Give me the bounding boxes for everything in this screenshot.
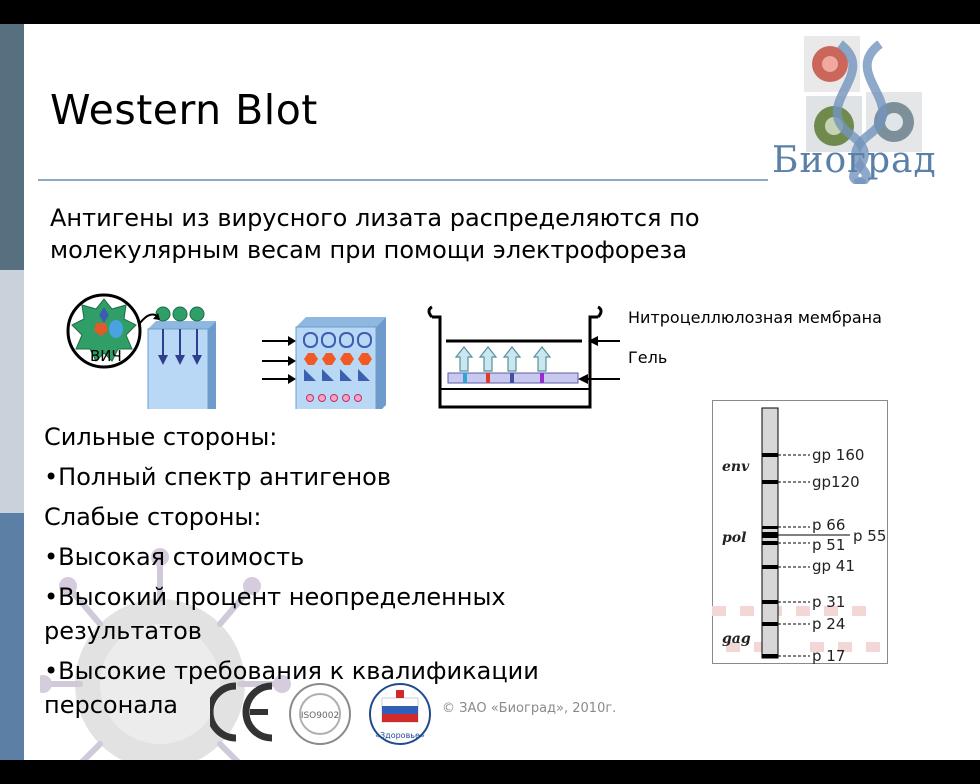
certification-marks: ISO9002 «Здоровье» bbox=[210, 682, 431, 745]
intro-text: Антигены из вирусного лизата распределяю… bbox=[50, 202, 810, 266]
strength-item: •Полный спектр антигенов bbox=[44, 463, 391, 491]
intro-line-2: молекулярным весам при помощи электрофор… bbox=[50, 236, 688, 264]
pros-cons-list: Сильные стороны: •Полный спектр антигено… bbox=[44, 420, 644, 722]
intro-line-1: Антигены из вирусного лизата распределяю… bbox=[50, 204, 700, 232]
health-seal-text: «Здоровье» bbox=[375, 731, 425, 740]
weakness-item-continued: персонала bbox=[44, 691, 179, 719]
sidebar-top-band bbox=[0, 24, 24, 270]
background-virus-illustration bbox=[40, 548, 291, 760]
group-label-env: env bbox=[722, 459, 750, 475]
separated-gel-figure bbox=[262, 317, 386, 409]
weakness-item-continued: результатов bbox=[44, 617, 202, 645]
weaknesses-heading: Слабые стороны: bbox=[44, 503, 262, 531]
weakness-item: •Высокие требования к квалификации bbox=[44, 657, 539, 685]
virus-lysate-figure: ВИЧ bbox=[66, 293, 142, 369]
sidebar-bottom-band bbox=[0, 513, 24, 760]
slide-title: Western Blot bbox=[50, 86, 318, 134]
iso-seal-text: ISO9002 bbox=[301, 711, 339, 721]
weakness-item: •Высокая стоимость bbox=[44, 543, 305, 571]
band-label: gp 160 bbox=[812, 446, 864, 464]
gel-loading-figure bbox=[139, 306, 216, 409]
weakness-item: •Высокий процент неопределенных bbox=[44, 583, 506, 611]
slide: Western Blot Биоград Антигены из вирусно… bbox=[0, 24, 980, 760]
transfer-tank-figure bbox=[427, 305, 620, 409]
western-blot-strip: gp 160 gp120 p 66 p 55 p 51 gp 41 p 31 p… bbox=[712, 400, 888, 664]
ce-mark-icon bbox=[210, 682, 273, 742]
band-label: gp120 bbox=[812, 473, 860, 491]
band-label: gp 41 bbox=[812, 557, 855, 575]
membrane-label: Нитроцеллюлозная мембрана bbox=[628, 308, 882, 327]
group-label-pol: pol bbox=[722, 530, 746, 546]
strengths-heading: Сильные стороны: bbox=[44, 423, 278, 451]
health-certificate-seal-icon: «Здоровье» bbox=[369, 683, 431, 745]
iso-certificate-seal-icon: ISO9002 bbox=[289, 683, 351, 745]
band-label: p 24 bbox=[812, 615, 845, 633]
band-label: p 66 bbox=[812, 516, 845, 534]
electrophoresis-diagram: ВИЧ bbox=[66, 293, 620, 409]
biograd-logo-image bbox=[804, 36, 922, 184]
virus-label: ВИЧ bbox=[90, 347, 122, 365]
band-label: p 51 bbox=[812, 536, 845, 554]
band-label: p 31 bbox=[812, 593, 845, 611]
gel-label: Гель bbox=[628, 348, 668, 367]
title-divider bbox=[38, 179, 768, 181]
copyright-text: © ЗАО «Биоград», 2010г. bbox=[442, 701, 617, 716]
group-label-gag: gag bbox=[722, 631, 751, 647]
band-label: p 55 bbox=[853, 527, 886, 545]
band-label: p 17 bbox=[812, 647, 845, 664]
sidebar-middle-band bbox=[0, 270, 24, 513]
biograd-logo-text: Биоград bbox=[772, 140, 937, 181]
